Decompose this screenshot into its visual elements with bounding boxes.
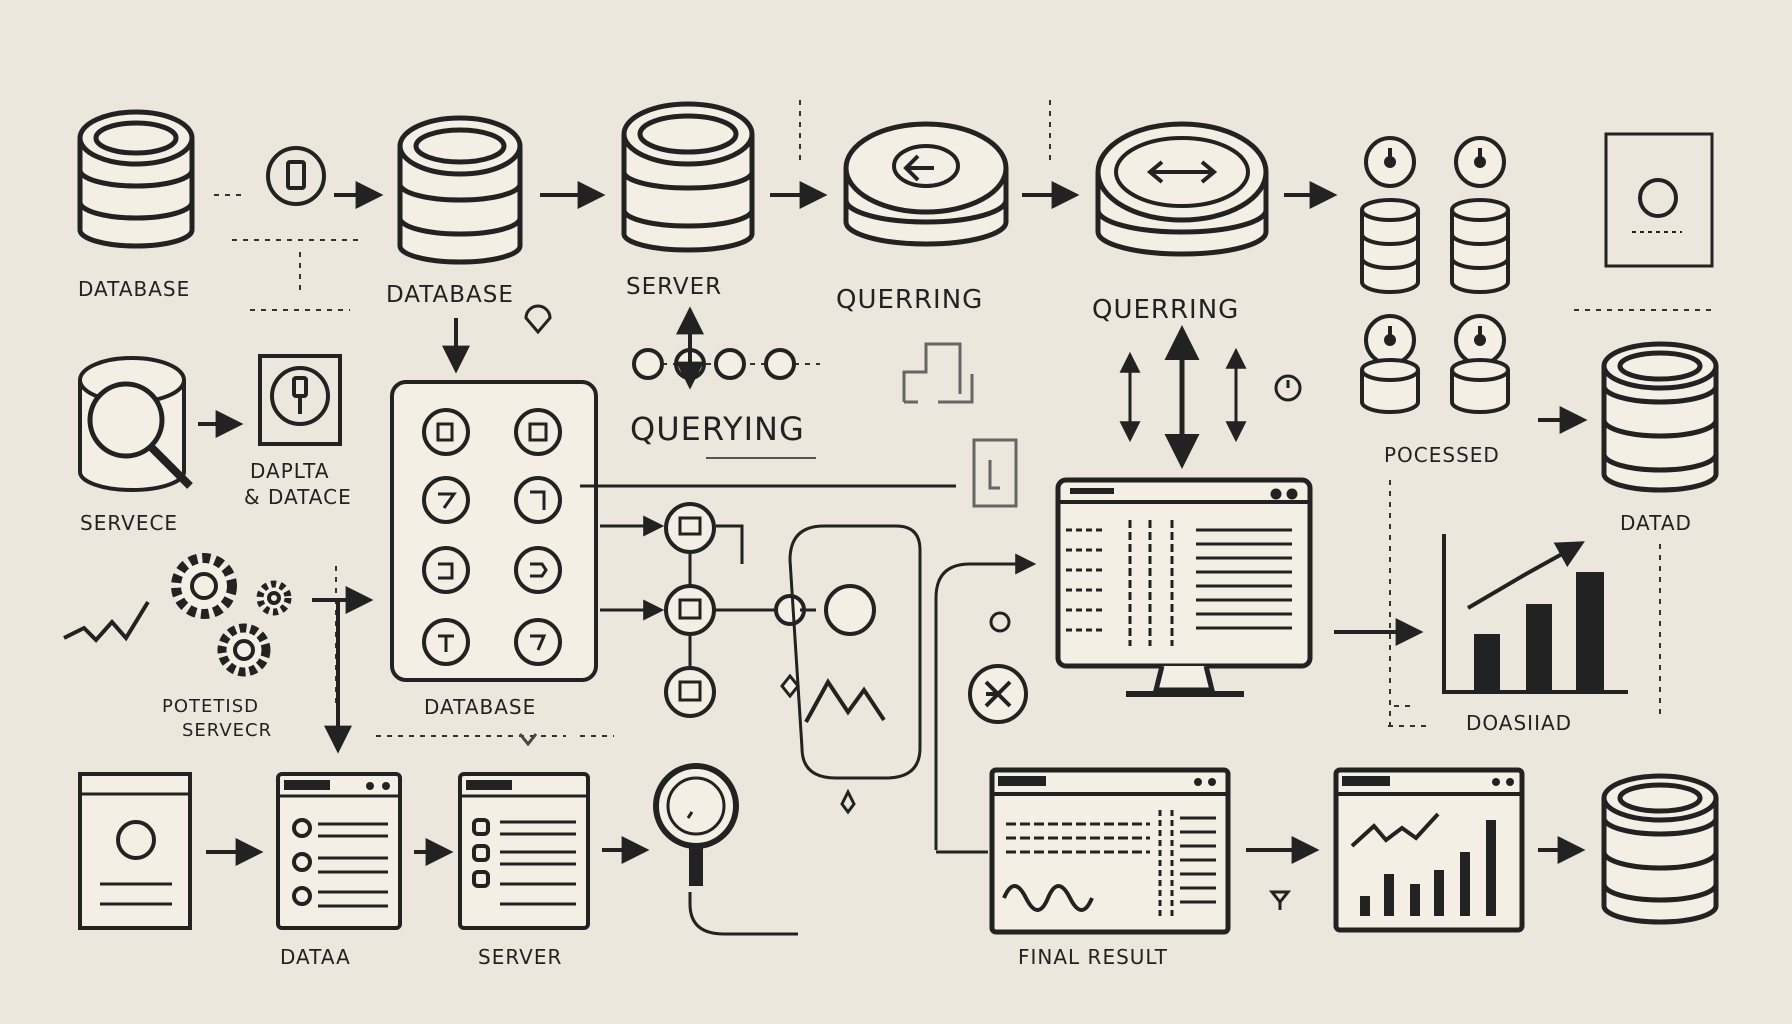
faded-connector-sketch [902,342,1018,508]
document-badge-icon [1604,132,1714,268]
report-doc-icon [78,772,192,930]
key-search-icon [258,354,342,446]
gears-icon [171,553,292,677]
label-dapl-ta-line1: DAPLTA [250,459,330,483]
database-button-panel [390,380,598,682]
label-querring-2: QUERRING [1092,295,1239,325]
label-database-3: DATABASE [424,695,536,719]
label-querring-1: QUERRING [836,285,983,315]
data-window-icon [276,772,402,930]
bar-chart-icon [1442,534,1628,694]
window-dots-4 [1342,776,1514,786]
label-dapl-ta-line2: & DATACE [244,485,352,509]
trend-line-icon [63,600,150,643]
querring-disc-icon-1 [843,121,1009,247]
label-database-1: DATABASE [78,277,190,301]
label-querying: QUERYING [630,410,805,448]
label-final-result: FINAL RESULT [1018,945,1168,969]
label-datad: DATAD [1620,511,1692,535]
cancel-circle-icon [968,664,1028,724]
label-servece: SERVECE [80,511,178,535]
small-clock-icon [1274,374,1302,402]
window-dots-3 [998,776,1216,786]
small-ring-icon [989,611,1011,633]
magnifier-icon-bottom [653,763,739,886]
flow-line-bottom [688,892,798,936]
window-dots-1 [284,780,390,790]
label-pocessed: POCESSED [1384,443,1500,467]
dashed-link-1 [214,194,358,311]
monitor-screen-content [1066,488,1298,646]
label-server-1: SERVER [626,274,722,300]
label-database-2: DATABASE [386,282,514,308]
location-pin-icon [524,304,552,335]
small-funnel-icon [1268,890,1292,910]
processed-db-cluster [1360,136,1510,414]
label-potetisd-line1: POTETISD [162,696,259,717]
final-result-window [989,767,1231,935]
server-window-icon [458,772,590,930]
datad-database-icon [1601,341,1719,493]
label-doasiiad: DOASIIAD [1466,711,1572,735]
querring-disc-icon-2 [1095,121,1269,257]
server-database-icon [621,101,755,253]
querying-nodes [632,348,820,380]
monitor-icon [1055,477,1313,697]
label-data-bottom: DATAA [280,945,351,969]
database-icon-2 [397,115,523,265]
final-database-icon [1601,773,1719,925]
chart-window-icon [1333,767,1525,933]
node-chain [664,502,876,718]
label-server-bottom: SERVER [478,945,562,969]
chevron-down-icon [518,733,538,747]
label-potetisd-line2: SERVECR [182,720,272,741]
clock-hands [1384,148,1486,346]
magnifier-service-icon [78,356,193,492]
rounded-channel [788,524,922,815]
database-icon-1 [77,109,195,249]
gear-lock-icon-1 [266,146,326,206]
flow-path-to-monitor [934,553,1037,850]
window-dots-2 [466,780,512,790]
